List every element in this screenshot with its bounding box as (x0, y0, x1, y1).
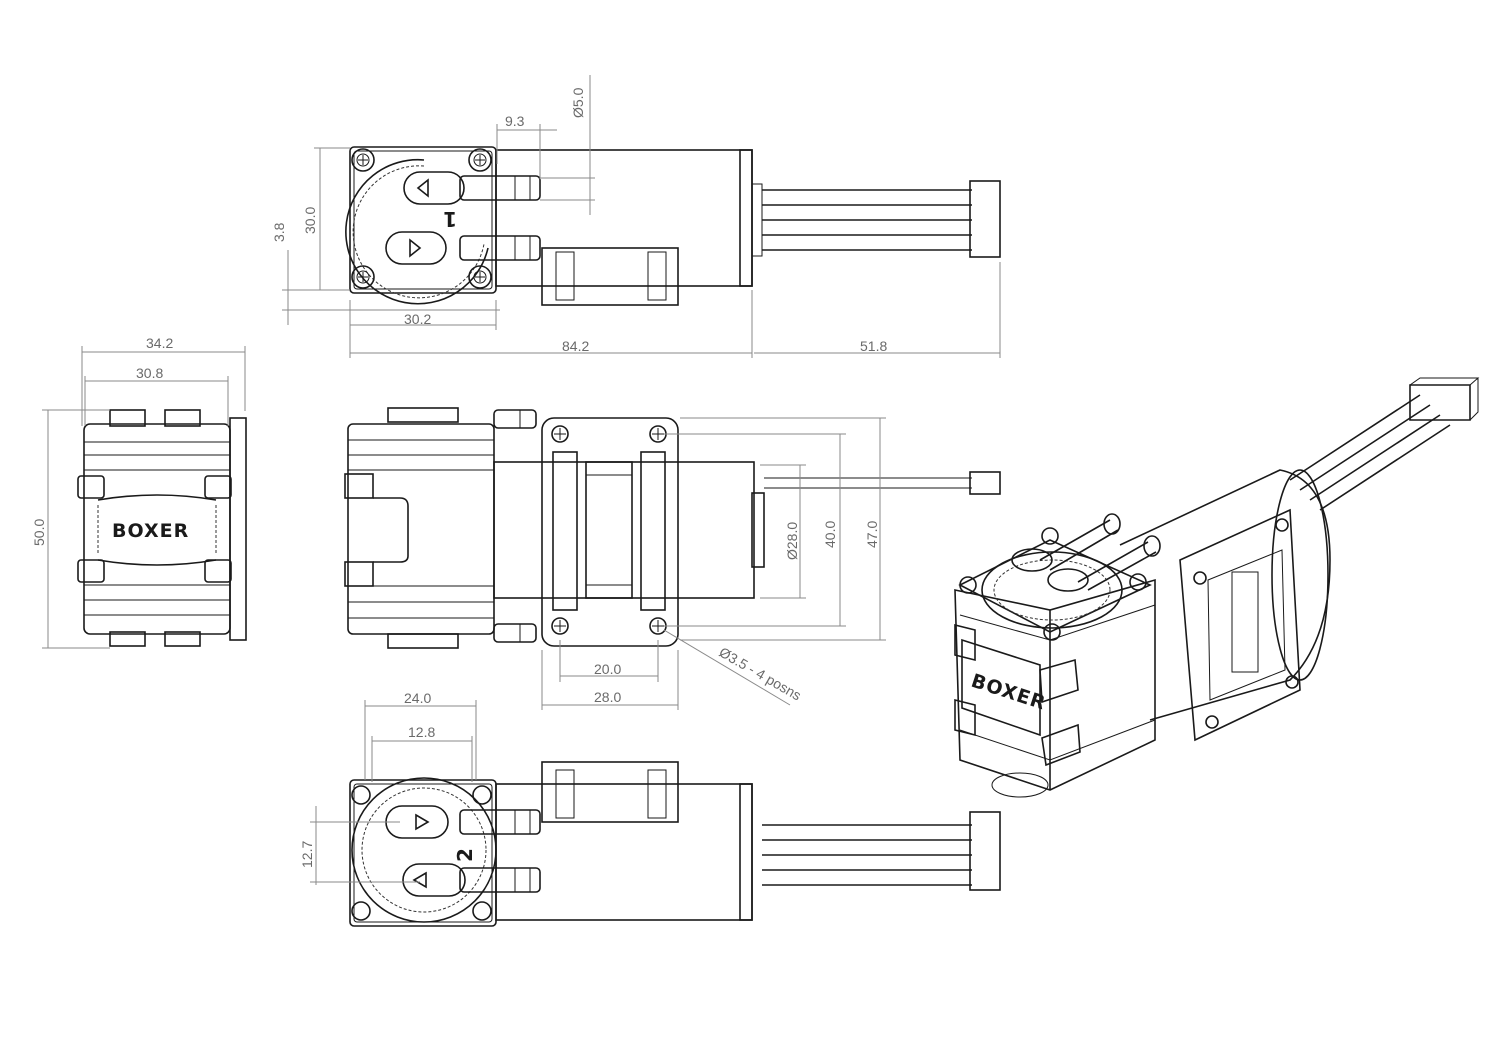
flow-arrow-icon (415, 813, 430, 831)
screw-head-icon (351, 148, 375, 172)
brand-label-isometric: BOXER (968, 670, 1048, 715)
dim-50-0: 50.0 (31, 519, 47, 546)
screw-head-icon (468, 265, 492, 289)
side-view (344, 407, 1001, 649)
mounting-hole-icon (649, 425, 667, 443)
dim-30-2: 30.2 (404, 311, 431, 327)
flow-arrow-icon (409, 238, 422, 258)
dim-12-7: 12.7 (299, 841, 315, 868)
head-number-1: 1 (443, 207, 457, 231)
connector-icon (969, 180, 1001, 258)
isometric-view: BOXER (954, 377, 1480, 798)
dim-hole-callout: Ø3.5 - 4 posns (717, 644, 805, 704)
bottom-view-dimensions: 24.0 12.8 12.7 (299, 690, 477, 885)
screw-head-icon (468, 148, 492, 172)
dim-28-0: 28.0 (594, 689, 621, 705)
screw-head-icon (351, 265, 375, 289)
dim-34-2: 34.2 (146, 335, 173, 351)
top-view: 1 (345, 146, 1001, 306)
dim-d28-0: Ø28.0 (784, 522, 800, 560)
connector-icon (969, 811, 1001, 891)
bottom-view: 2 (349, 761, 1001, 927)
dim-20-0: 20.0 (594, 661, 621, 677)
head-number-2: 2 (453, 848, 477, 862)
dim-30-8: 30.8 (136, 365, 163, 381)
flow-arrow-icon (412, 871, 427, 889)
connector-icon (1409, 384, 1471, 421)
dim-24-0: 24.0 (404, 690, 431, 706)
top-view-dimensions: 9.3 Ø5.0 30.0 3.8 30.2 84.2 51.8 (271, 75, 1001, 358)
end-view: BOXER (77, 409, 247, 647)
dim-3-8: 3.8 (271, 222, 287, 242)
end-view-dimensions: 34.2 30.8 50.0 (31, 335, 246, 649)
dim-30-0: 30.0 (302, 207, 318, 234)
dim-84-2: 84.2 (562, 338, 589, 354)
dim-40-0: 40.0 (822, 521, 838, 548)
dim-12-8: 12.8 (408, 724, 435, 740)
dim-51-8: 51.8 (860, 338, 887, 354)
dim-9-3: 9.3 (505, 113, 525, 129)
flow-arrow-icon (416, 178, 429, 198)
dim-d5-0: Ø5.0 (570, 87, 586, 118)
mounting-hole-icon (649, 617, 667, 635)
connector-icon (969, 471, 1001, 495)
mounting-hole-icon (551, 617, 569, 635)
dim-47-0: 47.0 (864, 521, 880, 548)
mounting-hole-icon (551, 425, 569, 443)
brand-label-end-view: BOXER (112, 520, 189, 542)
